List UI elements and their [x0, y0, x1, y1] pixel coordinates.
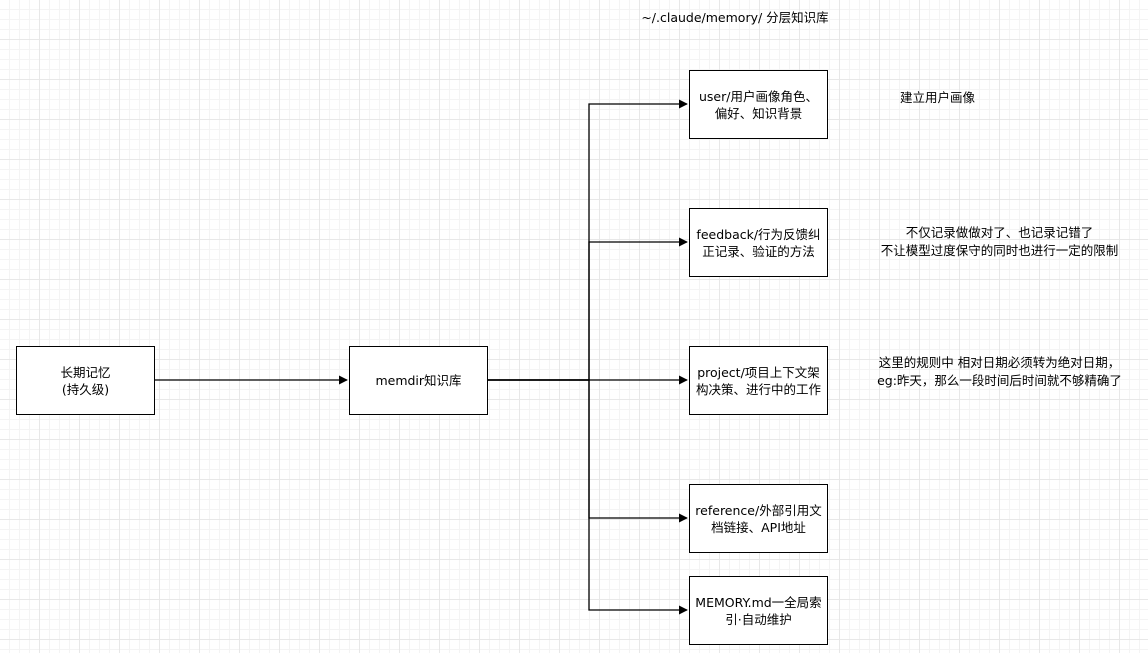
- edge-hub-to-feedback[interactable]: [488, 237, 688, 381]
- long-term-memory-node[interactable]: 长期记忆 (持久级): [16, 346, 155, 415]
- diagram-title[interactable]: ~/.claude/memory/ 分层知识库: [641, 10, 829, 25]
- edge-hub-to-reference[interactable]: [488, 379, 688, 523]
- user-profile-label: user/用户画像角色、偏好、知识背景: [699, 88, 818, 121]
- memdir-knowledge-base-label: memdir知识库: [375, 373, 462, 388]
- edge-hub-to-memory[interactable]: [488, 379, 688, 615]
- feedback-label: feedback/行为反馈纠正记录、验证的方法: [696, 226, 821, 259]
- user-annotation[interactable]: 建立用户画像: [899, 90, 975, 105]
- reference-label: reference/外部引用文档链接、API地址: [695, 502, 822, 535]
- memory-index-node[interactable]: MEMORY.md一全局索引·自动维护: [689, 576, 828, 645]
- memdir-knowledge-base-node[interactable]: memdir知识库: [349, 346, 488, 415]
- project-annotation[interactable]: 这里的规则中 相对日期必须转为绝对日期， eg:昨天，那么一段时间后时间就不够精…: [877, 355, 1122, 388]
- feedback-annotation[interactable]: 不仅记录做做对了、也记录记错了 不让模型过度保守的同时也进行一定的限制: [880, 225, 1119, 258]
- reference-node[interactable]: reference/外部引用文档链接、API地址: [689, 484, 828, 553]
- project-context-label: project/项目上下文架构决策、进行中的工作: [695, 364, 821, 397]
- user-profile-node[interactable]: user/用户画像角色、偏好、知识背景: [689, 70, 828, 139]
- memory-index-label: MEMORY.md一全局索引·自动维护: [695, 594, 822, 627]
- project-context-node[interactable]: project/项目上下文架构决策、进行中的工作: [689, 346, 828, 415]
- feedback-node[interactable]: feedback/行为反馈纠正记录、验证的方法: [689, 208, 828, 277]
- long-term-memory-label: 长期记忆 (持久级): [60, 364, 111, 397]
